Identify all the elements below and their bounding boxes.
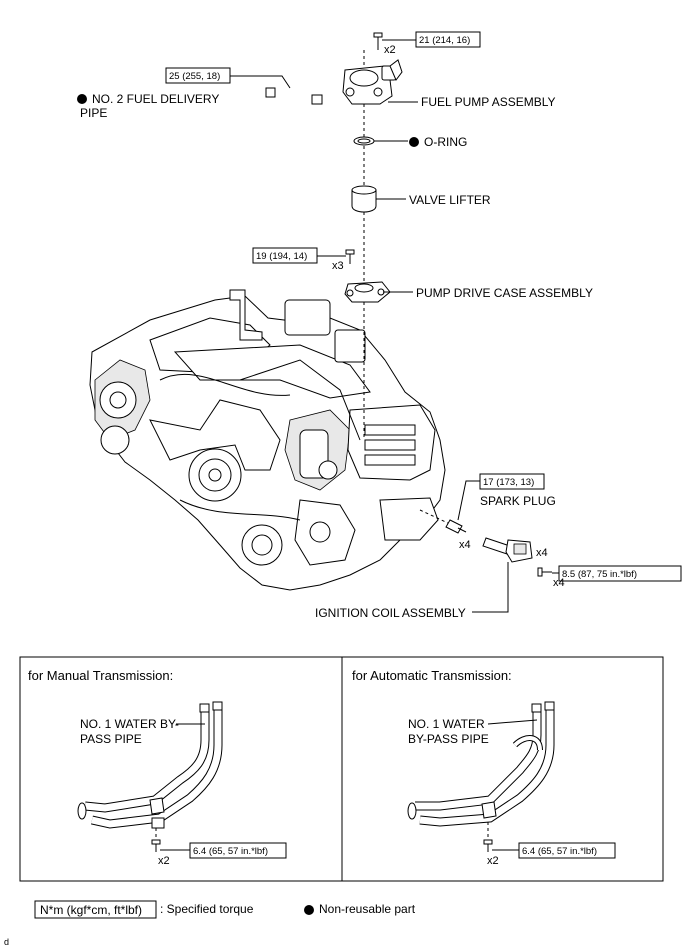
pump-drive-case <box>344 281 391 303</box>
count-manual-pipe-bolt: x2 <box>158 855 170 867</box>
manual-pipe-label-1: NO. 1 WATER BY- <box>80 717 179 731</box>
fuel-pump-bolt <box>373 32 383 50</box>
leader-ignition-coil <box>472 562 509 613</box>
label-drive-case: PUMP DRIVE CASE ASSEMBLY <box>416 286 593 300</box>
corner-mark: d <box>4 937 9 947</box>
manual-panel-title: for Manual Transmission: <box>28 668 173 683</box>
torque-drive-case: 19 (194, 14) <box>256 251 307 262</box>
valve-lifter <box>351 185 377 213</box>
manual-pipe-label-2: PASS PIPE <box>80 732 142 746</box>
torque-manual-pipe: 6.4 (65, 57 in.*lbf) <box>193 846 268 857</box>
automatic-pipe-label-1: NO. 1 WATER <box>408 717 485 731</box>
spark-plug <box>445 519 467 534</box>
count-coil: x4 <box>536 547 548 559</box>
fuel-pump-assembly <box>342 59 403 105</box>
manual-pipe-bolt <box>151 828 161 852</box>
drive-case-bolt <box>345 249 355 264</box>
leader-delivery-pipe-nut <box>230 75 291 89</box>
label-delivery-pipe-2: PIPE <box>80 106 107 120</box>
coil-bolt <box>537 567 552 577</box>
legend-torque-unit: N*m (kgf*cm, ft*lbf) <box>40 903 142 917</box>
torque-coil-bolt: 8.5 (87, 75 in.*lbf) <box>562 569 637 580</box>
count-drive-case-bolt: x3 <box>332 260 344 272</box>
engine-illustration <box>89 289 446 591</box>
legend-torque-desc: : Specified torque <box>160 902 254 916</box>
label-o-ring: O-RING <box>424 135 467 149</box>
automatic-pipe-bolt <box>483 822 493 852</box>
label-spark-plug: SPARK PLUG <box>480 494 556 508</box>
legend-non-reusable: Non-reusable part <box>319 902 416 916</box>
leader-automatic-pipe <box>487 719 538 725</box>
legend-non-reusable-mark <box>304 905 314 915</box>
count-coil-bolt: x4 <box>553 577 565 589</box>
torque-fuel-pump: 21 (214, 16) <box>419 35 470 46</box>
o-ring <box>353 136 375 146</box>
label-valve-lifter: VALVE LIFTER <box>409 193 491 207</box>
non-reusable-mark-o-ring <box>409 137 419 147</box>
automatic-pipe-label-2: BY-PASS PIPE <box>408 732 489 746</box>
manual-water-bypass-pipe <box>77 701 223 829</box>
ignition-coil <box>482 537 533 563</box>
label-fuel-pump: FUEL PUMP ASSEMBLY <box>421 95 556 109</box>
label-delivery-pipe-1: NO. 2 FUEL DELIVERY <box>92 92 219 106</box>
automatic-panel-title: for Automatic Transmission: <box>352 668 512 683</box>
o-ring-inner <box>357 138 371 144</box>
legend-torque-box <box>34 900 157 919</box>
torque-automatic-pipe: 6.4 (65, 57 in.*lbf) <box>522 846 597 857</box>
torque-spark-plug: 17 (173, 13) <box>483 477 534 488</box>
label-ignition-coil: IGNITION COIL ASSEMBLY <box>315 606 466 620</box>
leader-spark-plug <box>457 480 480 521</box>
count-automatic-pipe-bolt: x2 <box>487 855 499 867</box>
automatic-water-bypass-pipe <box>407 701 555 827</box>
count-spark-plug: x4 <box>459 539 471 551</box>
torque-delivery-pipe: 25 (255, 18) <box>169 71 220 82</box>
fuel-delivery-pipe <box>265 81 323 105</box>
count-fuel-pump-bolt: x2 <box>384 44 396 56</box>
non-reusable-mark-delivery-pipe <box>77 94 87 104</box>
